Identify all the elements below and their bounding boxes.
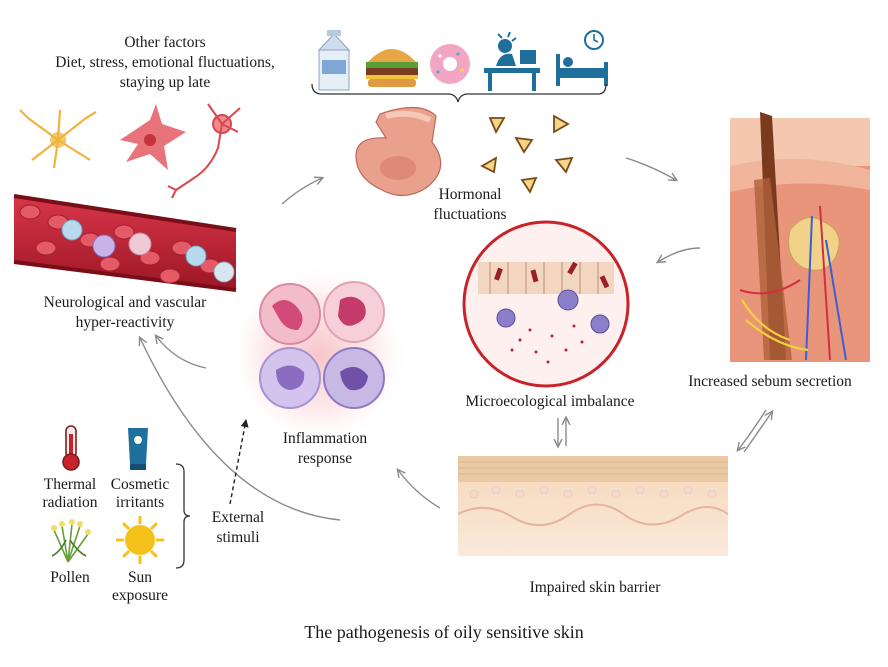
neutrophil-cell-2: [323, 281, 385, 343]
cosmetic-label-line2: irritants: [115, 494, 165, 511]
stimuli-bracket: [175, 463, 191, 569]
burger-icon: [366, 49, 418, 87]
blood-vessel-image: [13, 194, 237, 292]
neuron-yellow-icon: [19, 109, 97, 169]
sebum-label: Increased sebum secretion: [688, 373, 852, 390]
monocyte-cell-2: [323, 347, 385, 409]
factors-bracket: [311, 83, 607, 103]
barrier-label: Impaired skin barrier: [529, 579, 661, 596]
neuro-label-line1: Neurological and vascular: [43, 294, 207, 311]
neutrophil-cell-1: [259, 283, 321, 345]
microecology-label: Microecological imbalance: [465, 393, 635, 410]
arrow-external-to-inflammation: [229, 419, 249, 505]
neuron-long-icon: [167, 103, 241, 199]
other-factors-title: Other factors: [124, 34, 206, 51]
stressed-worker-icon: [484, 31, 540, 91]
skin-barrier-image: [457, 456, 729, 556]
bed-clock-icon: [556, 30, 608, 86]
arrow-inflammation-to-neuro: [156, 336, 207, 369]
arrow-neuro-to-hormone: [281, 178, 322, 205]
pollen-flower-icon: [51, 519, 91, 563]
pollen-label: Pollen: [50, 569, 90, 586]
arrow-hormone-to-sebum: [625, 157, 676, 180]
cosmetic-label-line1: Cosmetic: [110, 476, 170, 493]
thermal-label-line2: radiation: [42, 494, 98, 511]
neuro-label-line2: hyper-reactivity: [75, 314, 175, 331]
external-label-line1: External: [211, 509, 265, 526]
inflammation-label-line1: Inflammation: [282, 430, 368, 447]
hormone-triangles: [480, 114, 574, 194]
hormonal-label-line1: Hormonal: [438, 186, 502, 203]
external-label-line2: stimuli: [216, 529, 260, 546]
arrow-barrier-to-inflammation: [398, 470, 441, 509]
arrow-sebum-to-barrier: [738, 409, 767, 450]
donut-icon: [430, 44, 470, 84]
other-factors-line1: Diet, stress, emotional fluctuations,: [55, 54, 275, 71]
sun-label-line2: exposure: [112, 587, 168, 604]
milk-carton-icon: [317, 30, 351, 91]
hormonal-label-line2: fluctuations: [433, 206, 507, 223]
cosmetic-tube-icon: [128, 428, 148, 470]
neuron-red-icon: [120, 104, 186, 170]
sun-label-line1: Sun: [127, 569, 153, 586]
arrow-sebum-to-microecology: [658, 247, 701, 262]
inflammation-label-line2: response: [297, 450, 353, 467]
figure-caption: The pathogenesis of oily sensitive skin: [304, 622, 584, 642]
thermometer-icon: [62, 425, 80, 471]
thermal-label-line1: Thermal: [43, 476, 97, 493]
arrow-barrier-to-neuro: [140, 338, 341, 521]
gland-image: [355, 106, 442, 197]
inflammation-cells-image: [226, 263, 410, 447]
microecology-circle-image: [462, 220, 630, 388]
sun-icon: [116, 516, 164, 564]
arrow-barrier-to-sebum: [743, 412, 772, 453]
other-factors-line2: staying up late: [119, 74, 211, 91]
hair-follicle-image: [730, 112, 870, 362]
monocyte-cell-1: [259, 347, 321, 409]
